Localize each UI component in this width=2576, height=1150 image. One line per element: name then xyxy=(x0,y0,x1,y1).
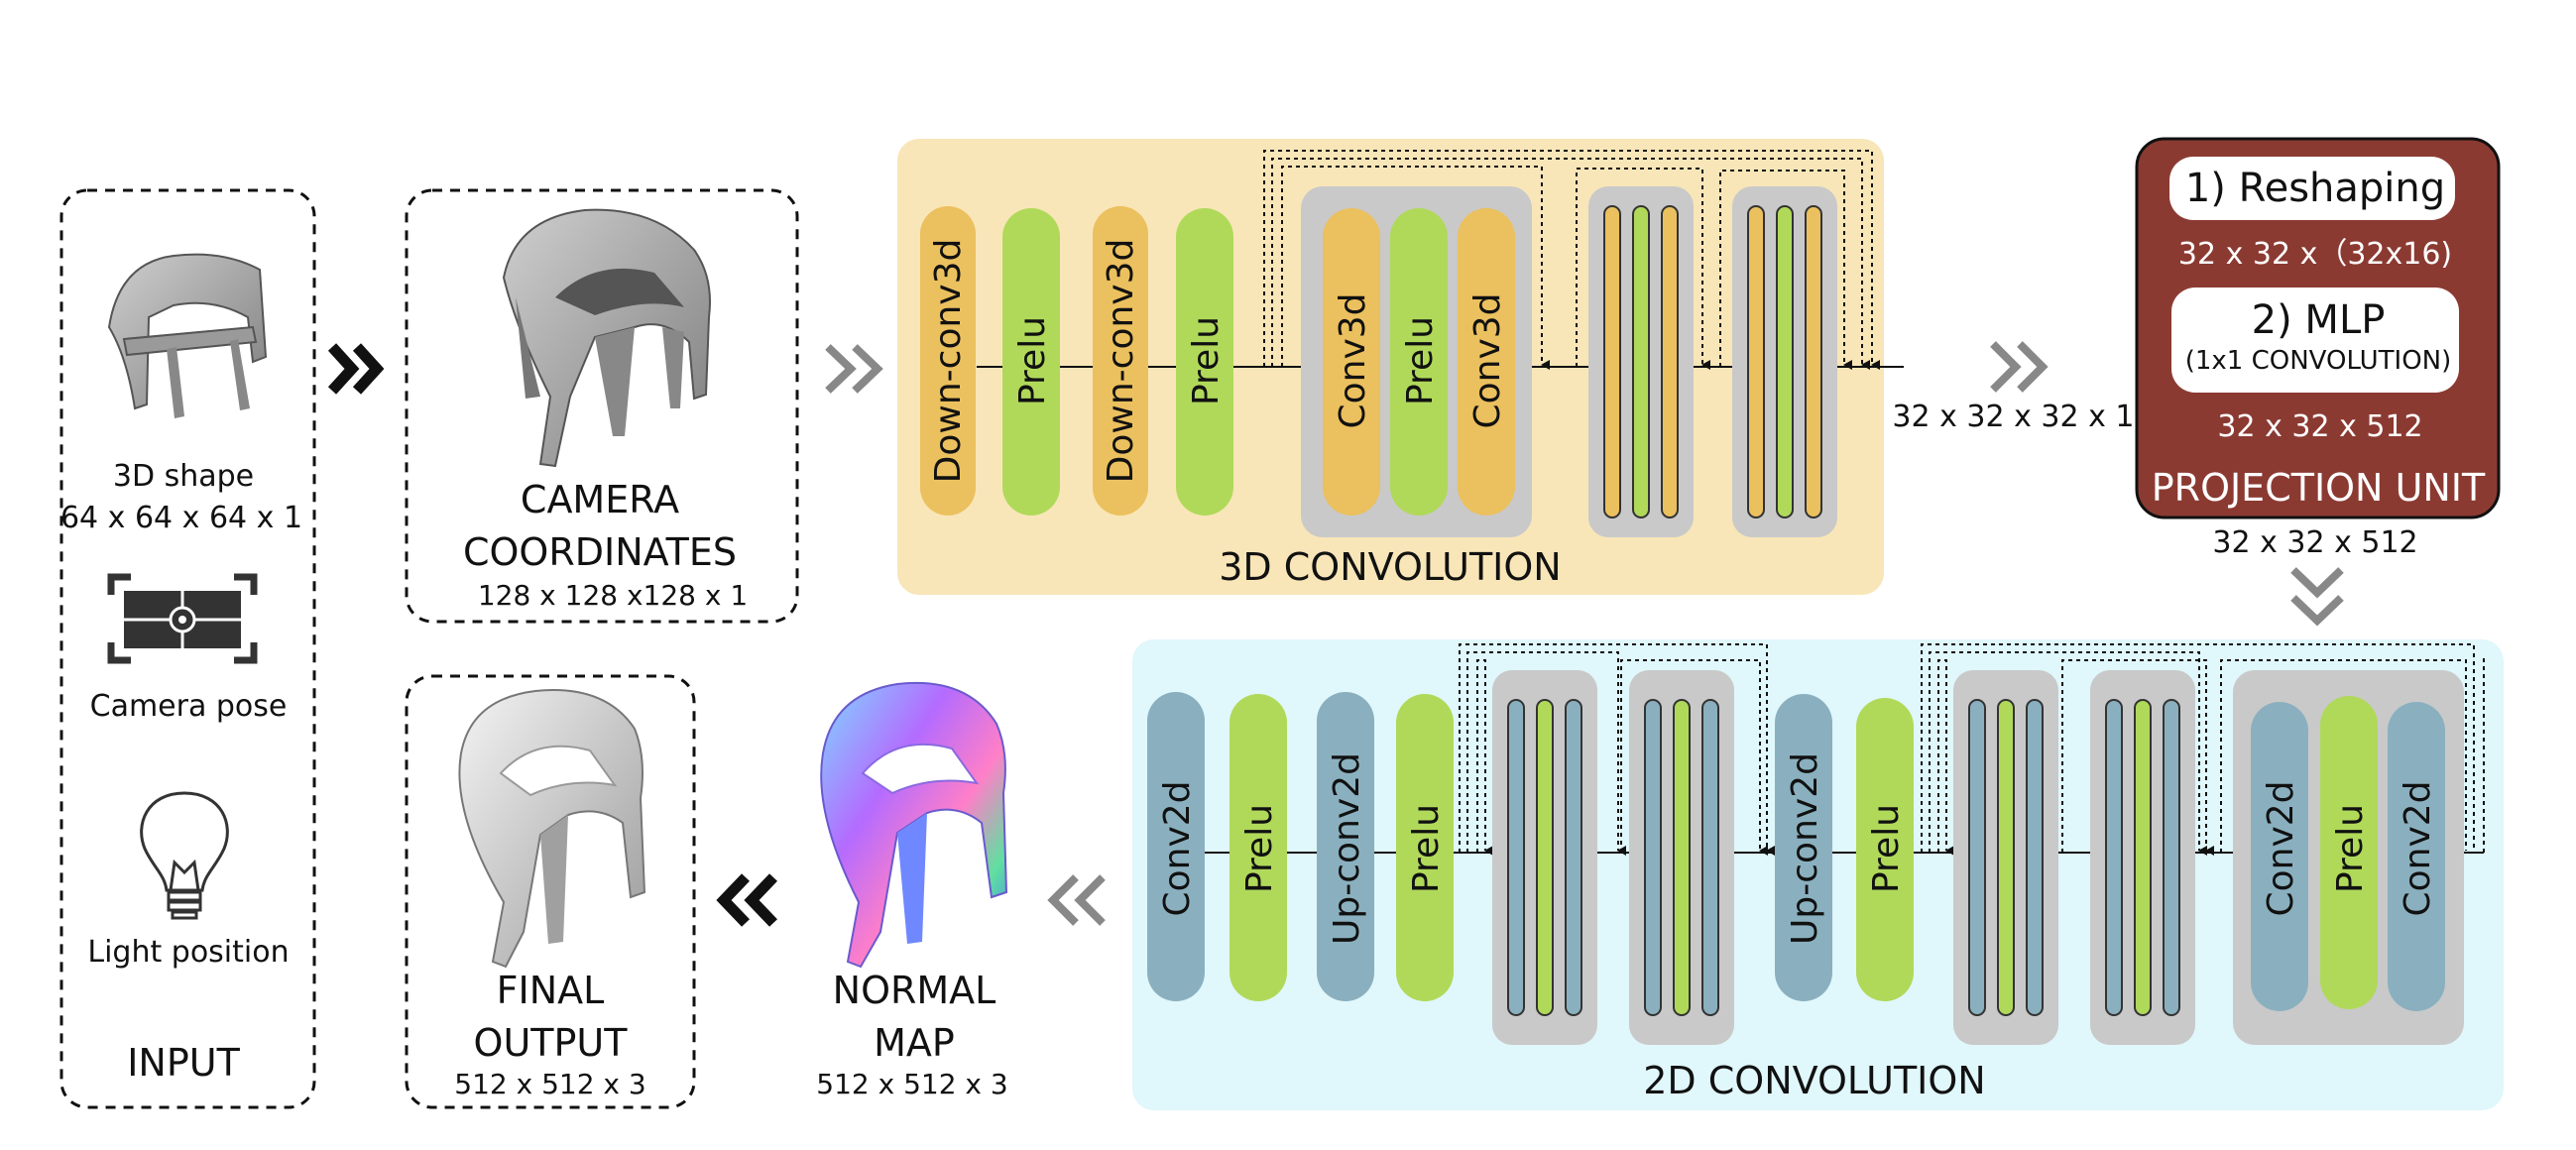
conv2d-block: Conv2d xyxy=(1147,692,1205,1001)
conv2d-resblock-collapsed xyxy=(1492,670,1597,1045)
normal-map-size: 512 x 512 x 3 xyxy=(816,1068,1007,1100)
double-chevron-left-icon xyxy=(1047,874,1106,926)
conv3d-section: Down-conv3d Prelu Down-conv3d Prelu Conv… xyxy=(897,139,1904,595)
light-bulb-icon xyxy=(140,791,229,920)
reshaping-label: 1) Reshaping xyxy=(2185,166,2445,211)
conv3d-output-size: 32 x 32 x 32 x 16 xyxy=(1892,400,2153,434)
conv2d-block: Prelu xyxy=(1856,698,1914,1001)
final-output-frame xyxy=(405,674,696,1109)
normal-map-panel: NORMAL MAP 512 x 512 x 3 xyxy=(816,681,1008,1100)
mlp-label: 2) MLP xyxy=(2252,297,2386,343)
double-chevron-right-icon xyxy=(825,344,883,394)
block-label: Down-conv3d xyxy=(928,239,969,484)
block-label: Conv2d xyxy=(2398,780,2438,916)
camera-coordinates-size: 128 x 128 x128 x 1 xyxy=(478,579,748,612)
block-label: Conv2d xyxy=(2261,780,2301,916)
reshaping-box xyxy=(2169,157,2455,220)
projection-unit-label: PROJECTION UNIT xyxy=(2152,466,2486,510)
normal-map-chair-icon xyxy=(820,681,1008,969)
block-label: Prelu xyxy=(2330,804,2371,893)
reshaping-size: 32 x 32 x（32x16) xyxy=(2178,237,2452,272)
conv2d-resblock-collapsed xyxy=(2090,670,2195,1045)
conv2d-section-label: 2D CONVOLUTION xyxy=(1643,1059,1985,1102)
conv3d-block: Prelu xyxy=(1176,208,1233,516)
block-label: Prelu xyxy=(1239,804,1280,893)
block-label: Down-conv3d xyxy=(1101,239,1141,484)
light-position-label: Light position xyxy=(87,935,289,970)
mlp-size: 32 x 32 x 512 xyxy=(2217,409,2422,444)
input-frame xyxy=(59,188,316,1109)
block-label: Prelu xyxy=(1406,804,1447,893)
conv3d-skip-connections xyxy=(1263,150,1880,370)
camera-pose-icon xyxy=(107,573,258,664)
final-output-size: 512 x 512 x 3 xyxy=(454,1068,645,1100)
conv3d-block: Prelu xyxy=(1002,208,1060,516)
conv2d-resblock: Conv2d Prelu Conv2d xyxy=(2233,670,2464,1045)
mlp-box xyxy=(2171,288,2459,393)
projection-unit: 1) Reshaping 32 x 32 x（32x16) 2) MLP (1x… xyxy=(2135,137,2501,519)
conv3d-block: Down-conv3d xyxy=(1093,206,1148,516)
camera-coordinates-frame xyxy=(405,188,799,624)
conv2d-resblock-collapsed xyxy=(1629,670,1734,1045)
camera-coordinates-panel: CAMERA COORDINATES 128 x 128 x128 x 1 xyxy=(405,188,799,624)
final-output-title-line1: FINAL xyxy=(497,969,605,1012)
voxel-chair-icon xyxy=(107,253,268,418)
final-output-panel: FINAL OUTPUT 512 x 512 x 3 xyxy=(405,674,696,1109)
block-label: Conv3d xyxy=(1467,292,1508,428)
double-chevron-left-icon xyxy=(716,873,777,927)
conv3d-resblock: Conv3d Prelu Conv3d xyxy=(1301,186,1532,537)
double-chevron-down-icon xyxy=(2290,567,2344,627)
conv3d-section-label: 3D CONVOLUTION xyxy=(1219,545,1561,589)
mlp-sublabel: (1x1 CONVOLUTION) xyxy=(2185,346,2452,376)
conv2d-skip-connections xyxy=(1459,643,2475,856)
normal-map-title-line1: NORMAL xyxy=(833,969,996,1012)
double-chevron-right-icon xyxy=(1990,341,2049,393)
conv3d-resblock-collapsed xyxy=(1588,186,1694,537)
conv2d-block: Prelu xyxy=(1229,694,1287,1001)
conv3d-resblock-collapsed xyxy=(1732,186,1837,537)
input-label: INPUT xyxy=(127,1041,240,1085)
conv2d-block: Prelu xyxy=(1396,694,1454,1001)
shape-title: 3D shape xyxy=(113,459,254,494)
voxel-chair-large-icon xyxy=(502,208,711,468)
block-label: Prelu xyxy=(1012,316,1053,405)
conv2d-section: Conv2d Prelu Up-conv2d Prelu xyxy=(1132,639,2504,1110)
double-chevron-right-icon xyxy=(327,343,385,395)
input-panel: 3D shape 64 x 64 x 64 x 1 Camera pose Li… xyxy=(59,188,316,1109)
block-label: Conv3d xyxy=(1333,292,1373,428)
block-label: Prelu xyxy=(1400,316,1441,405)
conv3d-block: Down-conv3d xyxy=(920,206,976,516)
camera-coordinates-title-line2: COORDINATES xyxy=(463,530,737,574)
block-label: Up-conv2d xyxy=(1327,752,1367,945)
normal-map-title-line2: MAP xyxy=(874,1021,955,1065)
block-label: Prelu xyxy=(1186,316,1227,405)
block-label: Up-conv2d xyxy=(1785,752,1825,945)
final-output-title-line2: OUTPUT xyxy=(474,1021,629,1065)
conv2d-block: Up-conv2d xyxy=(1317,692,1374,1001)
shape-size: 64 x 64 x 64 x 1 xyxy=(60,501,302,535)
camera-coordinates-title-line1: CAMERA xyxy=(521,478,679,521)
conv2d-block: Up-conv2d xyxy=(1775,694,1832,1001)
projection-output-size: 32 x 32 x 512 xyxy=(2212,525,2417,560)
camera-pose-label: Camera pose xyxy=(90,689,288,724)
block-label: Conv2d xyxy=(1157,780,1198,916)
conv2d-resblock-collapsed xyxy=(1953,670,2058,1045)
final-chair-icon xyxy=(458,689,646,969)
block-label: Prelu xyxy=(1866,804,1907,893)
